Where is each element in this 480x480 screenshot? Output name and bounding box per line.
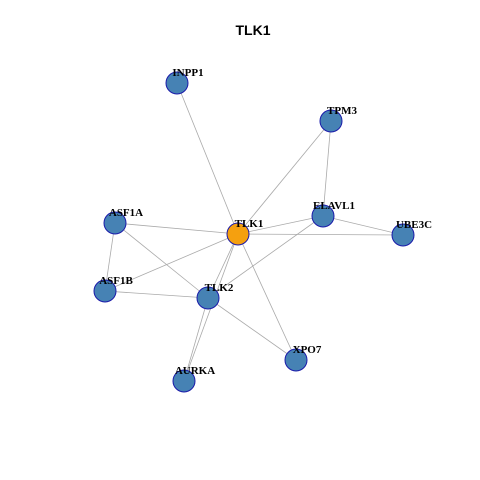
- edge-tlk1-elavl1: [237, 215, 324, 235]
- edge-tlk2-xpo7: [207, 297, 297, 361]
- node-tpm3: [319, 109, 343, 133]
- node-ube3c: [391, 223, 415, 247]
- edges-layer: [104, 82, 404, 382]
- edge-asf1a-tlk2: [114, 222, 209, 299]
- node-label-asf1b: ASF1B: [99, 275, 133, 287]
- edge-tlk1-tpm3: [237, 120, 332, 235]
- edge-tlk1-xpo7: [237, 233, 297, 361]
- node-label-xpo7: XPO7: [293, 344, 322, 356]
- node-label-tlk2: TLK2: [205, 282, 234, 294]
- edge-tlk1-tlk2: [207, 233, 239, 299]
- node-tlk2: [196, 286, 220, 310]
- node-inpp1: [165, 71, 189, 95]
- node-label-tlk1: TLK1: [235, 218, 264, 230]
- node-tlk1: [226, 222, 250, 246]
- node-asf1b: [93, 279, 117, 303]
- node-label-tpm3: TPM3: [327, 105, 357, 117]
- node-label-ube3c: UBE3C: [396, 219, 432, 231]
- edge-tlk1-ube3c: [237, 233, 404, 236]
- node-elavl1: [311, 204, 335, 228]
- edge-tlk1-asf1b: [104, 233, 239, 292]
- node-label-aurka: AURKA: [175, 365, 215, 377]
- node-xpo7: [284, 348, 308, 372]
- edge-elavl1-tlk2: [207, 215, 324, 299]
- edge-tlk1-asf1a: [114, 222, 239, 235]
- node-label-elavl1: ELAVL1: [313, 200, 355, 212]
- node-asf1a: [103, 211, 127, 235]
- node-label-inpp1: INPP1: [172, 67, 203, 79]
- edge-elavl1-ube3c: [322, 215, 404, 236]
- node-label-asf1a: ASF1A: [109, 207, 143, 219]
- edge-tpm3-elavl1: [322, 120, 332, 217]
- edge-tlk1-inpp1: [176, 82, 239, 235]
- edge-tlk2-aurka: [183, 297, 209, 382]
- diagram-title: TLK1: [236, 22, 271, 38]
- node-aurka: [172, 369, 196, 393]
- edge-asf1b-tlk2: [104, 290, 209, 299]
